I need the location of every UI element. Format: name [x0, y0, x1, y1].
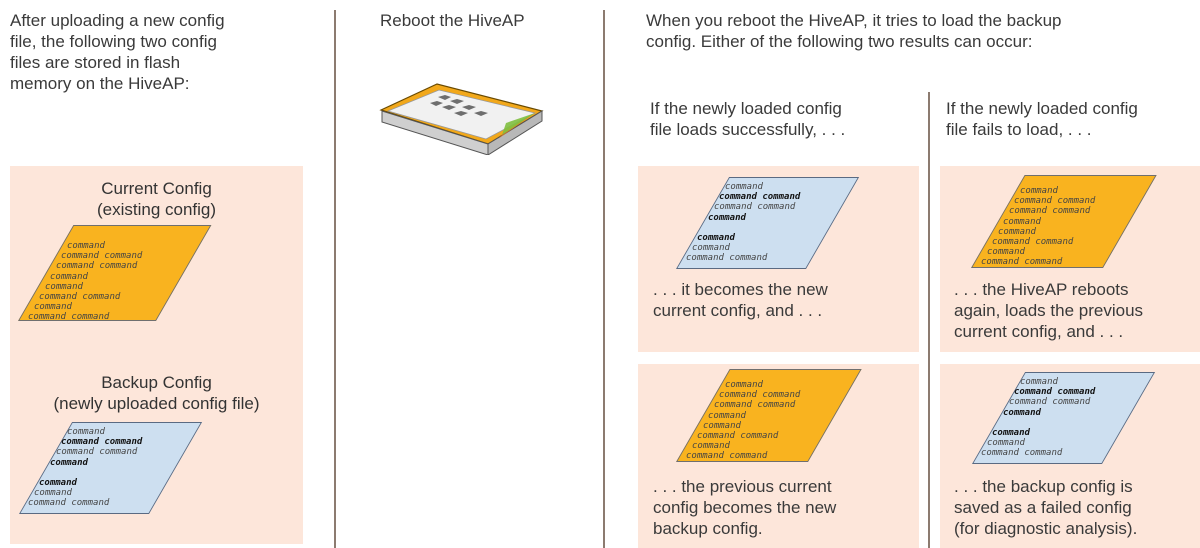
command-line: command	[708, 212, 746, 223]
command-line: command command	[686, 253, 768, 264]
command-line: command	[692, 441, 730, 452]
command-line: command	[697, 233, 735, 244]
command-line	[45, 468, 142, 478]
fail-caption-2: . . . the backup config is saved as a fa…	[954, 477, 1138, 538]
backup-config-title: Backup Config (newly uploaded config fil…	[53, 373, 260, 413]
fail-heading: If the newly loaded config file fails to…	[946, 99, 1138, 139]
command-line: command	[987, 247, 1025, 258]
command-line: command command	[28, 312, 110, 323]
command-line: command command	[719, 192, 801, 203]
command-line: command	[1003, 407, 1041, 418]
command-line: command command	[686, 451, 768, 462]
command-line: command	[67, 241, 105, 251]
command-line: command command	[719, 390, 801, 401]
command-line: command command	[1014, 196, 1096, 207]
success-caption-2: . . . the previous current config become…	[653, 477, 837, 538]
command-line: command command	[981, 448, 1063, 459]
command-line: command	[34, 488, 72, 499]
command-line: command	[692, 243, 730, 254]
command-line: command	[1020, 186, 1058, 196]
success-caption-1: . . . it becomes the new current config,…	[653, 280, 828, 320]
command-line: command	[1003, 216, 1041, 227]
command-line: command	[39, 478, 77, 489]
command-line: command command	[39, 292, 121, 303]
command-line: command command	[1009, 397, 1091, 408]
success-heading: If the newly loaded config file loads su…	[650, 99, 846, 139]
command-line: command command	[697, 431, 779, 442]
command-line: command	[50, 457, 88, 468]
command-line: command command	[981, 257, 1063, 268]
command-line	[998, 418, 1095, 428]
command-line: command	[50, 271, 88, 282]
command-line: command	[45, 281, 83, 292]
command-line: command	[708, 410, 746, 421]
command-line: command	[725, 182, 763, 192]
command-line: command	[987, 438, 1025, 449]
command-line: command command	[714, 202, 796, 213]
command-line: command command	[714, 400, 796, 411]
current-config-title: Current Config (existing config)	[96, 179, 217, 219]
divider-2	[603, 10, 605, 548]
command-line: command	[34, 302, 72, 313]
divider-1	[334, 10, 336, 548]
hiveap-device-icon	[379, 83, 544, 155]
col3-intro: When you reboot the HiveAP, it tries to …	[646, 11, 1062, 51]
command-line: command command	[1014, 387, 1096, 398]
command-line: command command	[56, 261, 138, 272]
command-line	[703, 223, 800, 233]
command-line: command command	[28, 498, 110, 509]
divider-3	[928, 92, 930, 548]
command-line: command	[998, 226, 1036, 237]
command-line: command command	[56, 447, 138, 458]
fail-caption-1: . . . the HiveAP reboots again, loads th…	[954, 280, 1144, 341]
command-line: command command	[61, 251, 143, 262]
command-line: command	[67, 427, 105, 437]
command-line: command command	[992, 237, 1074, 248]
command-line: command command	[1009, 206, 1091, 217]
command-line: command	[992, 428, 1030, 439]
command-line: command	[725, 380, 763, 390]
command-line: command	[703, 420, 741, 431]
command-line: command command	[61, 437, 143, 448]
command-line: command	[1020, 377, 1058, 387]
reboot-label: Reboot the HiveAP	[380, 11, 525, 30]
col1-intro: After uploading a new config file, the f…	[10, 11, 225, 93]
